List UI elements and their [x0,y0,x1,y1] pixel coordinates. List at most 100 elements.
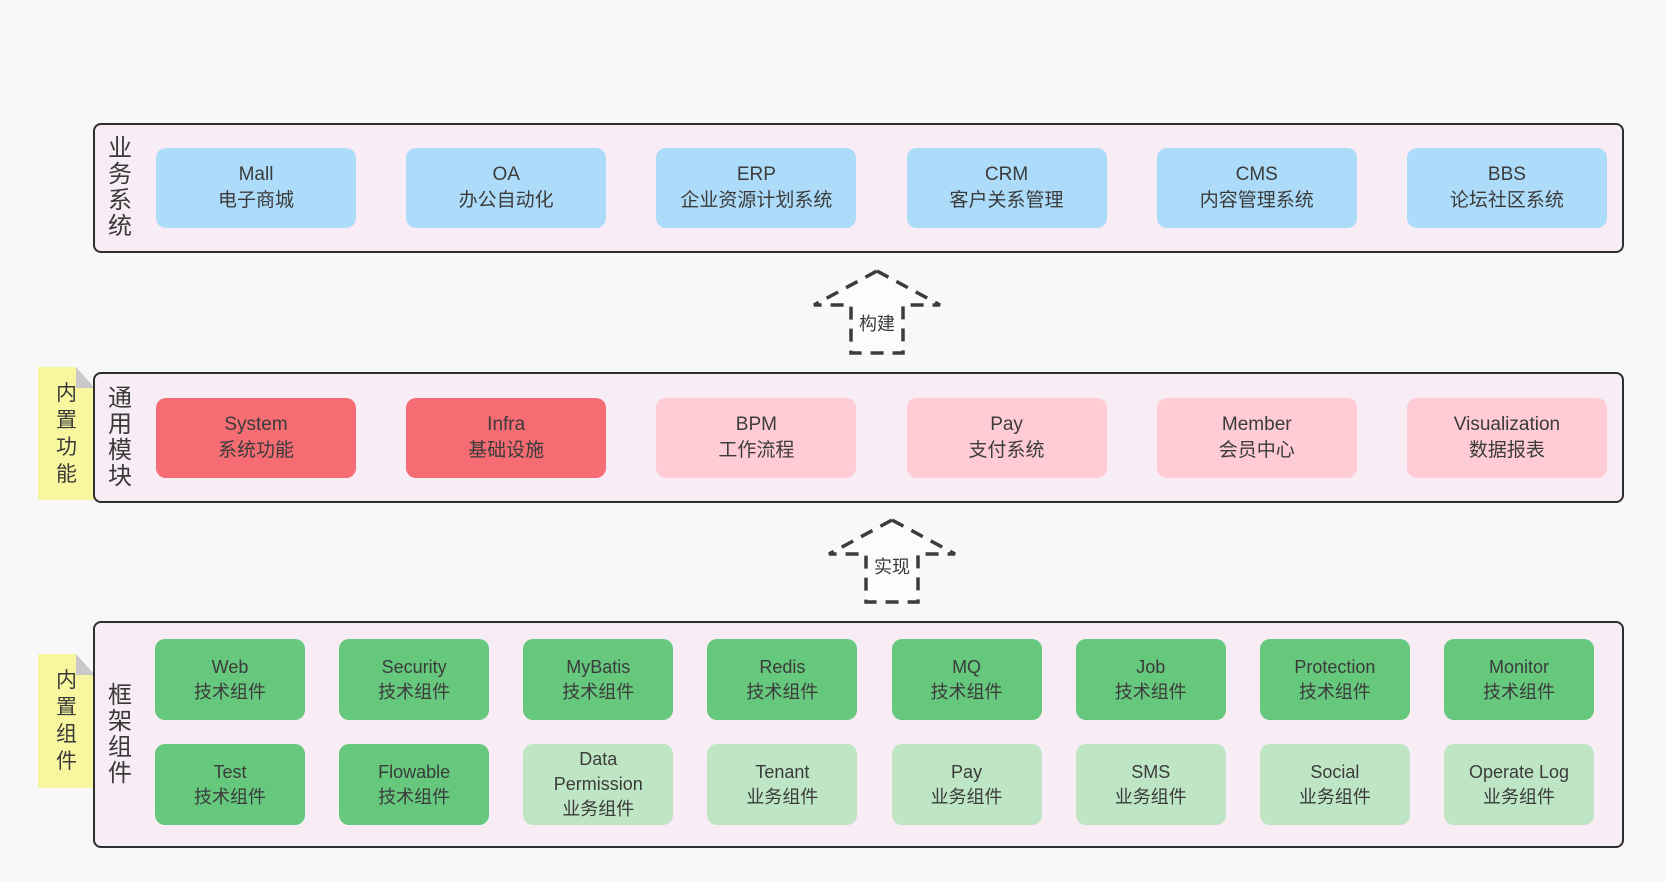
box-subtitle: 内容管理系统 [1199,190,1314,211]
box-test: Test 技术组件 [155,744,305,825]
components-rows: Web 技术组件 Security 技术组件 MyBatis 技术组件 Redi… [155,639,1594,825]
box-subtitle: 技术组件 [1114,681,1187,702]
box-mybatis: MyBatis 技术组件 [523,639,674,720]
arrow-implement-label: 实现 [871,556,913,578]
box-subtitle: 技术组件 [746,681,819,702]
box-title: Redis [759,656,806,677]
panel-business-label: 业务系统 [108,135,132,240]
box-title: Social [1310,761,1360,782]
box-data-permission: Data Permission 业务组件 [523,744,674,825]
box-erp: ERP 企业资源计划系统 [656,148,857,228]
panel-framework-components: 框架组件 Web 技术组件 Security 技术组件 MyBatis 技术组件… [93,621,1624,848]
box-title: Protection [1294,656,1376,677]
box-bbs: BBS 论坛社区系统 [1406,148,1607,228]
box-title: CRM [984,164,1029,185]
box-visualization: Visualization 数据报表 [1406,397,1607,478]
box-title: Visualization [1453,413,1561,435]
box-title: Monitor [1488,656,1549,677]
box-subtitle: 支付系统 [968,439,1045,461]
box-infra: Infra 基础设施 [406,397,607,478]
box-subtitle: 业务组件 [1114,786,1187,807]
box-monitor: Monitor 技术组件 [1443,639,1594,720]
box-subtitle: 工作流程 [718,439,795,461]
box-title: ERP [736,164,776,185]
box-title: Pay [951,761,983,782]
box-redis: Redis 技术组件 [707,639,858,720]
box-social: Social 业务组件 [1259,744,1410,825]
components-row-2: Test 技术组件 Flowable 技术组件 Data Permission … [155,744,1594,825]
sticky-label: 内置组件 [56,669,77,773]
panel-business-systems: 业务系统 Mall 电子商城 OA 办公自动化 ERP 企业资源计划系统 CRM… [93,123,1624,253]
box-title: Member [1221,413,1292,435]
box-title: MyBatis [566,656,631,677]
box-subtitle: 业务组件 [1298,786,1371,807]
box-subtitle: 技术组件 [378,681,451,702]
box-subtitle: 技术组件 [1482,681,1555,702]
box-title: System [224,413,288,435]
box-bpm: BPM 工作流程 [656,397,857,478]
box-operate-log: Operate Log 业务组件 [1443,744,1594,825]
box-sms: SMS 业务组件 [1075,744,1226,825]
box-subtitle: 客户关系管理 [949,190,1064,211]
panel-components-label: 框架组件 [108,681,132,787]
box-title: Security [381,656,447,677]
box-subtitle: 业务组件 [746,786,819,807]
box-tenant: Tenant 业务组件 [707,744,858,825]
box-subtitle: 技术组件 [930,681,1003,702]
box-title: Pay [990,413,1023,435]
box-crm: CRM 客户关系管理 [906,148,1107,228]
box-subtitle: 业务组件 [1482,786,1555,807]
box-subtitle: 技术组件 [194,786,266,807]
box-protection: Protection 技术组件 [1259,639,1410,720]
dashed-up-arrow-build [813,269,941,355]
box-title: OA [492,164,520,185]
box-title: Operate Log [1468,761,1570,782]
box-mall: Mall 电子商城 [156,148,356,228]
box-pay-system: Pay 支付系统 [906,397,1107,478]
box-subtitle: 数据报表 [1468,439,1545,461]
box-mq: MQ 技术组件 [891,639,1042,720]
box-title: Flowable [378,761,451,782]
box-title: Data Permission [553,749,643,794]
box-subtitle: 系统功能 [217,439,294,461]
box-title: BPM [735,413,777,435]
box-subtitle: 技术组件 [194,681,266,702]
box-member: Member 会员中心 [1156,397,1357,478]
components-row-1: Web 技术组件 Security 技术组件 MyBatis 技术组件 Redi… [155,639,1594,720]
box-subtitle: 会员中心 [1218,439,1295,461]
box-web: Web 技术组件 [155,639,305,720]
box-title: MQ [952,656,982,677]
box-job: Job 技术组件 [1075,639,1226,720]
box-subtitle: 业务组件 [562,799,635,819]
box-cms: CMS 内容管理系统 [1156,148,1357,228]
box-pay-component: Pay 业务组件 [891,744,1042,825]
box-title: Web [211,656,249,677]
box-subtitle: 技术组件 [1298,681,1371,702]
box-flowable: Flowable 技术组件 [339,744,490,825]
box-title: BBS [1487,164,1526,185]
box-title: Tenant [755,761,810,782]
box-subtitle: 企业资源计划系统 [680,190,833,211]
sticky-note-builtin-features: 内置功能 [38,367,95,500]
sticky-label: 内置功能 [56,381,77,486]
box-subtitle: 技术组件 [562,681,635,702]
business-boxes-row: Mall 电子商城 OA 办公自动化 ERP 企业资源计划系统 CRM 客户关系… [156,148,1607,228]
arrow-build-label: 构建 [856,313,898,335]
box-subtitle: 电子商城 [217,190,294,211]
box-system: System 系统功能 [156,397,356,478]
panel-common-modules: 通用模块 System 系统功能 Infra 基础设施 BPM 工作流程 Pay… [93,372,1624,503]
box-title: Job [1136,656,1166,677]
panel-modules-label: 通用模块 [108,384,132,490]
box-title: Test [213,761,247,782]
sticky-note-builtin-components: 内置组件 [38,654,95,788]
box-title: SMS [1131,761,1171,782]
box-subtitle: 基础设施 [468,439,545,461]
modules-boxes-row: System 系统功能 Infra 基础设施 BPM 工作流程 Pay 支付系统… [156,397,1607,478]
box-subtitle: 技术组件 [378,786,451,807]
box-title: Infra [487,413,526,435]
box-title: Mall [238,164,274,185]
box-title: CMS [1235,164,1278,185]
box-subtitle: 业务组件 [930,786,1003,807]
box-security: Security 技术组件 [339,639,490,720]
box-oa: OA 办公自动化 [406,148,607,228]
